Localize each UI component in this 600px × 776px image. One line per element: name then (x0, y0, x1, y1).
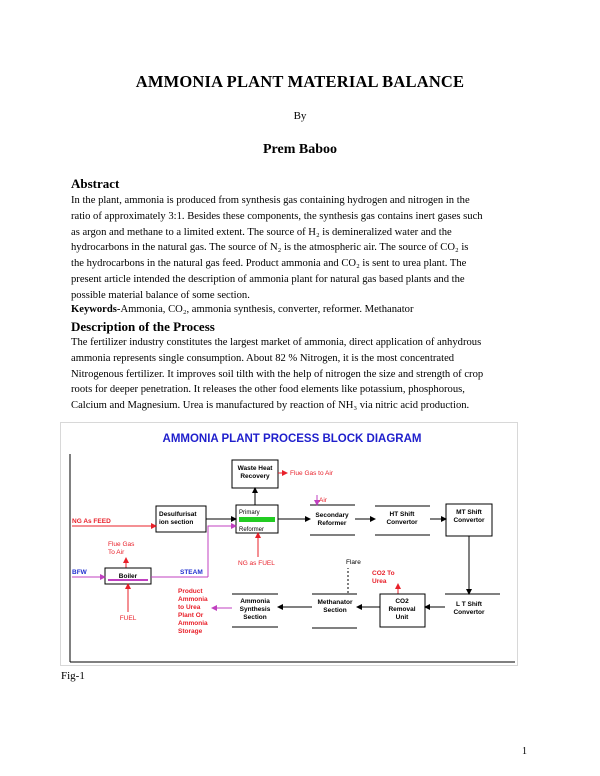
reformer-tubes (239, 517, 275, 522)
process-block-diagram: AMMONIA PLANT PROCESS BLOCK DIAGRAM Wast… (60, 422, 518, 666)
diagram-frame (60, 422, 518, 666)
secondary-reformer-label: Secondary (315, 512, 349, 519)
abstract-line: ratio of approximately 3:1. Besides thes… (71, 210, 483, 222)
ht-shift-label: HT Shift (390, 511, 416, 518)
boiler-flue-label: To Air (108, 549, 125, 556)
secondary-reformer-label: Reformer (318, 520, 347, 527)
author-name: Prem Baboo (262, 142, 337, 157)
mt-shift-label: Convertor (453, 517, 485, 524)
mt-shift-label: MT Shift (456, 509, 482, 516)
process-line: roots for deeper penetration. It release… (71, 384, 465, 396)
ht-shift-label: Convertor (386, 519, 418, 526)
lt-shift-label: L T Shift (456, 601, 483, 608)
process-line: Nitrogenous fertilizer. It improves soil… (71, 368, 484, 380)
product-label: Ammonia (178, 596, 208, 603)
byline: By (293, 110, 307, 122)
bfw-label: BFW (72, 569, 88, 576)
abstract-line: hydrocarbons in the natural gas. The sou… (71, 242, 469, 254)
abstract-line: In the plant, ammonia is produced from s… (71, 195, 470, 206)
keywords-label: Keywords- (71, 304, 121, 315)
keywords-text: Ammonia, CO₂, ammonia synthesis, convert… (120, 304, 414, 315)
abstract-line: the hydrocarbons in the natural gas feed… (71, 258, 467, 270)
co2-removal-label: Unit (396, 614, 409, 621)
desulfurisation-label: Desulfurisat (159, 511, 197, 518)
steam-to-reformer (207, 523, 237, 577)
process-line: ammonia represents single consumption. A… (71, 352, 455, 364)
boiler-flue-label: Flue Gas (108, 541, 135, 548)
process-heading: Description of the Process (71, 319, 215, 334)
air-label: Air (319, 497, 328, 504)
primary-reformer-label: Primary (239, 510, 260, 516)
ng-feed-label: NG As FEED (72, 518, 111, 525)
methanator-label: Methanator (317, 599, 353, 606)
abstract-heading: Abstract (71, 176, 120, 191)
primary-reformer-label: Reformer (239, 527, 264, 533)
synthesis-label: Synthesis (240, 606, 271, 613)
figure-caption: Fig-1 (61, 670, 85, 682)
waste-heat-label: Waste Heat (238, 465, 274, 472)
boiler-label: Boiler (119, 573, 138, 580)
methanator-label: Section (323, 607, 347, 614)
steam-label: STEAM (180, 569, 203, 576)
page-number: 1 (522, 746, 527, 757)
synthesis-label: Ammonia (240, 598, 270, 605)
co2-urea-label: CO2 To (372, 570, 395, 577)
diagram-title: AMMONIA PLANT PROCESS BLOCK DIAGRAM (163, 433, 422, 445)
co2-removal-label: Removal (388, 606, 415, 613)
process-body: The fertilizer industry constitutes the … (71, 335, 529, 414)
product-label: to Urea (178, 604, 201, 611)
lt-shift-label: Convertor (453, 609, 485, 616)
ng-fuel-label: NG as FUEL (238, 560, 275, 567)
fuel-label: FUEL (120, 615, 137, 622)
synthesis-label: Section (243, 614, 267, 621)
process-line: The fertilizer industry constitutes the … (71, 337, 482, 348)
product-label: Plant Or (178, 612, 204, 619)
flare-label: Flare (346, 559, 361, 566)
waste-heat-label: Recovery (240, 473, 270, 480)
product-label: Ammonia (178, 620, 208, 627)
desulfurisation-label: ion section (159, 519, 193, 526)
diagram-svg: AMMONIA PLANT PROCESS BLOCK DIAGRAM Wast… (60, 422, 518, 666)
product-label: Product (178, 588, 203, 595)
co2-urea-label: Urea (372, 578, 387, 585)
abstract-line: present article intended the description… (71, 273, 465, 285)
abstract-body: In the plant, ammonia is produced from s… (71, 193, 529, 304)
product-label: Storage (178, 628, 203, 635)
keywords: Keywords-Ammonia, CO₂, ammonia synthesis… (71, 304, 414, 315)
co2-removal-box (379, 593, 426, 628)
abstract-line: possible material balance of some sectio… (71, 289, 250, 301)
process-line: Calcium and Magnesium. Urea is manufactu… (71, 400, 470, 412)
flue-gas-label: Flue Gas to Air (290, 470, 334, 477)
abstract-line: as argon and methane to a limited extent… (71, 226, 452, 238)
paper-title: AMMONIA PLANT MATERIAL BALANCE (135, 72, 465, 91)
co2-removal-label: CO2 (395, 598, 409, 605)
